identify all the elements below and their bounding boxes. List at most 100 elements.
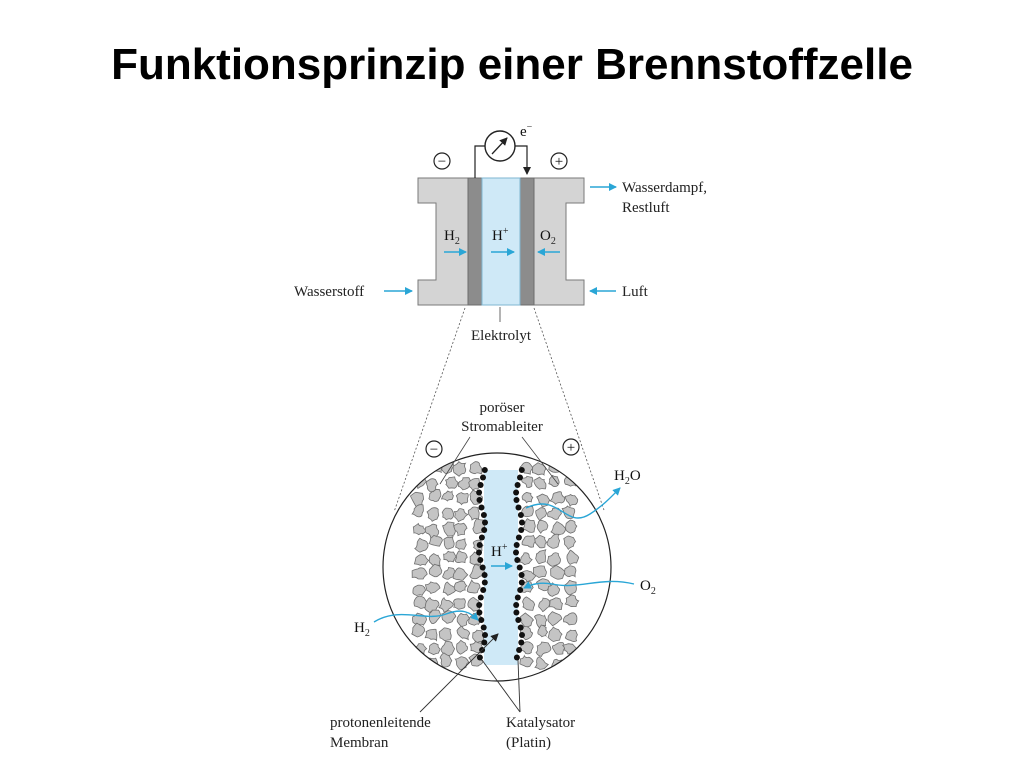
catalyst-dot [513,609,520,616]
air-input-label: Luft [622,284,649,300]
plus-icon: + [550,152,568,170]
catalyst-dot [478,534,485,541]
o2-detail-label: O2 [640,578,656,597]
h2-label: H2 [444,228,460,247]
porous-grain [563,535,577,551]
circuit-wire-left [474,145,485,178]
porous-grain [533,614,548,629]
porous-grain [414,537,429,553]
porous-grain [534,656,549,670]
porous-label-line1: poröser [480,400,525,416]
catalyst-dot [518,639,525,646]
h2-flow-arrow [373,610,479,623]
catalyst-dot [481,579,488,586]
porous-grain [521,475,534,488]
catalyst-dot [515,534,522,541]
exhaust-label-line2: Restluft [622,200,670,216]
porous-grain [564,493,579,508]
catalyst-dot [515,504,522,511]
porous-grains [409,458,580,671]
cell-schematic: e− − + H2 H+ O2 Wasserdampf, Restluft Wa… [294,122,707,344]
porous-grain [564,655,580,671]
porous-grain [444,476,459,489]
anode-catalyst-layer [467,177,483,306]
porous-grain [519,552,533,566]
catalyst-dot [480,587,487,593]
porous-grain [550,564,567,580]
catalyst-dot [481,639,488,646]
catalyst-dot [476,542,483,548]
porous-grain [439,652,453,668]
catalyst-dot [481,572,488,578]
hplus-detail-label: H+ [491,542,508,560]
catalyst-pointer-left [481,659,521,713]
porous-grain [426,507,440,522]
porous-grain [531,462,547,476]
porous-grain [550,658,567,671]
porous-grain [521,491,534,504]
catalyst-dot [482,519,488,526]
porous-grain [438,597,454,613]
minus-icon: − [425,440,443,458]
catalyst-dot [518,579,525,586]
catalyst-dot [481,527,488,533]
catalyst-dot [477,557,484,563]
porous-grain [453,522,468,537]
porous-grain [441,507,455,521]
porous-grain [538,597,551,613]
catalyst-dot [517,512,524,518]
porous-grain [547,507,562,520]
catalyst-dot [478,504,485,511]
catalyst-dot [514,557,521,563]
catalyst-dot [482,632,488,638]
porous-grain [428,534,443,547]
porous-grain [468,478,481,491]
catalyst-label-line2: (Platin) [506,735,551,751]
porous-grain [546,533,561,549]
porous-grain [427,642,441,656]
svg-text:+: + [555,154,563,170]
porous-grain [466,579,481,594]
porous-grain [550,521,566,537]
porous-grain [413,657,428,671]
catalyst-dot [518,527,525,533]
porous-grain [411,567,428,580]
porous-grain [428,563,443,578]
porous-grain [521,534,538,548]
svg-text:−: − [438,154,446,170]
circuit-wire-right [515,145,531,175]
porous-grain [442,521,456,537]
h2-detail-label: H2 [354,620,370,639]
catalyst-dot [476,489,483,496]
catalyst-dot [479,564,486,571]
porous-grain [532,565,547,578]
porous-grain [428,553,441,567]
slide-title: Funktionsprinzip einer Brennstoffzelle [111,40,913,89]
membrane-label-line1: protonenleitende [330,715,431,731]
catalyst-dot [516,647,523,653]
electron-label: e− [520,122,533,140]
porous-grain [548,491,566,505]
porous-grain [412,522,428,536]
catalyst-dot [515,617,522,623]
hydrogen-input-label: Wasserstoff [294,284,364,300]
porous-grain [452,460,467,477]
porous-grain [413,595,428,609]
porous-grain [563,460,579,475]
catalyst-dot [514,482,521,488]
porous-grain [563,612,578,626]
porous-grain [411,504,424,518]
porous-grain [424,581,441,595]
porous-grain [520,505,534,518]
porous-grain [546,552,561,567]
catalyst-dot [513,542,520,548]
catalyst-dot [517,587,524,593]
porous-grain [440,490,454,502]
catalyst-dot [517,474,523,481]
porous-grain [454,550,468,564]
porous-grain [519,612,535,628]
porous-grain [537,624,549,638]
minus-icon: − [433,152,451,170]
porous-grain [566,549,580,565]
